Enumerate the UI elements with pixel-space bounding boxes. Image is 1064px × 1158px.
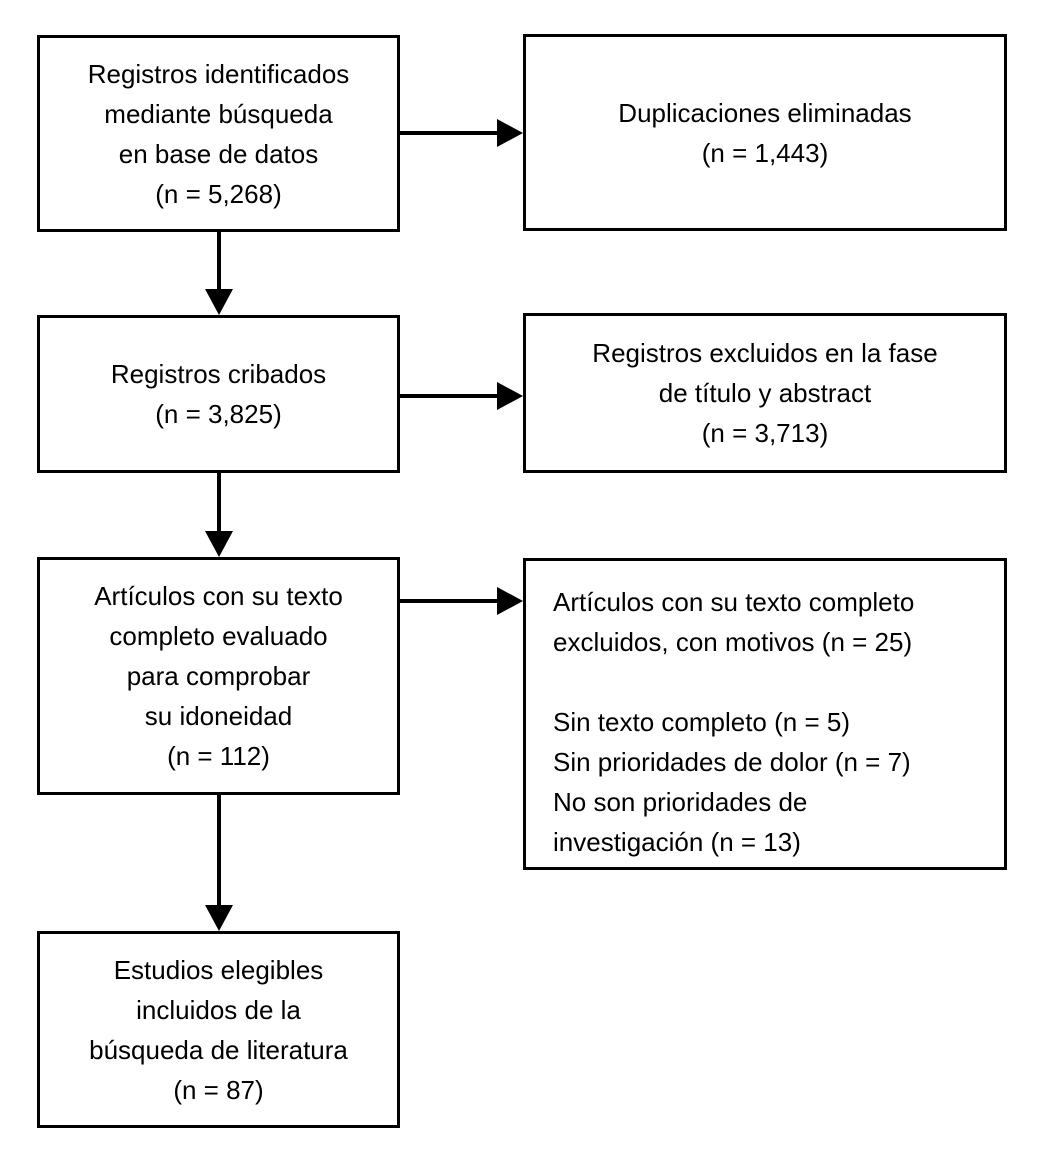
arrowhead-down-icon — [205, 289, 233, 315]
arrow-shaft — [399, 599, 497, 603]
box-records-screened-text: Registros cribados (n = 3,825) — [110, 359, 327, 429]
box-records-screened: Registros cribados (n = 3,825) — [37, 315, 400, 473]
arrowhead-right-icon — [497, 587, 523, 615]
box-studies-included-text: Estudios elegibles incluidos de la búsqu… — [89, 954, 348, 1105]
box-fulltext-assessed: Artículos con su texto completo evaluado… — [37, 557, 400, 795]
arrow-right-screened-to-excluded — [399, 382, 523, 410]
box-fulltext-assessed-text: Artículos con su texto completo evaluado… — [94, 581, 343, 771]
arrow-shaft — [217, 795, 221, 905]
arrow-shaft — [217, 473, 221, 531]
arrow-shaft — [399, 131, 497, 135]
box-studies-included: Estudios elegibles incluidos de la búsqu… — [37, 931, 400, 1128]
arrowhead-down-icon — [205, 905, 233, 931]
arrow-shaft — [217, 232, 221, 289]
box-fulltext-excluded-text: Artículos con su texto completo excluido… — [553, 587, 915, 857]
box-records-excluded-title-abstract: Registros excluidos en la fase de título… — [523, 313, 1007, 473]
arrow-right-identified-to-duplicates — [399, 119, 523, 147]
box-records-excluded-title-abstract-text: Registros excluidos en la fase de título… — [592, 338, 938, 448]
arrow-down-fulltext-to-included — [205, 795, 233, 931]
arrow-right-fulltext-to-excluded — [399, 587, 523, 615]
arrowhead-right-icon — [497, 382, 523, 410]
box-records-identified-text: Registros identificados mediante búsqued… — [87, 58, 350, 209]
arrow-shaft — [399, 394, 497, 398]
box-fulltext-excluded: Artículos con su texto completo excluido… — [523, 558, 1007, 870]
box-records-identified: Registros identificados mediante búsqued… — [37, 35, 400, 232]
arrowhead-down-icon — [205, 531, 233, 557]
box-duplicates-removed-text: Duplicaciones eliminadas (n = 1,443) — [618, 97, 912, 168]
arrowhead-right-icon — [497, 119, 523, 147]
box-duplicates-removed: Duplicaciones eliminadas (n = 1,443) — [523, 34, 1007, 231]
arrow-down-screened-to-fulltext — [205, 473, 233, 557]
arrow-down-identified-to-screened — [205, 232, 233, 315]
